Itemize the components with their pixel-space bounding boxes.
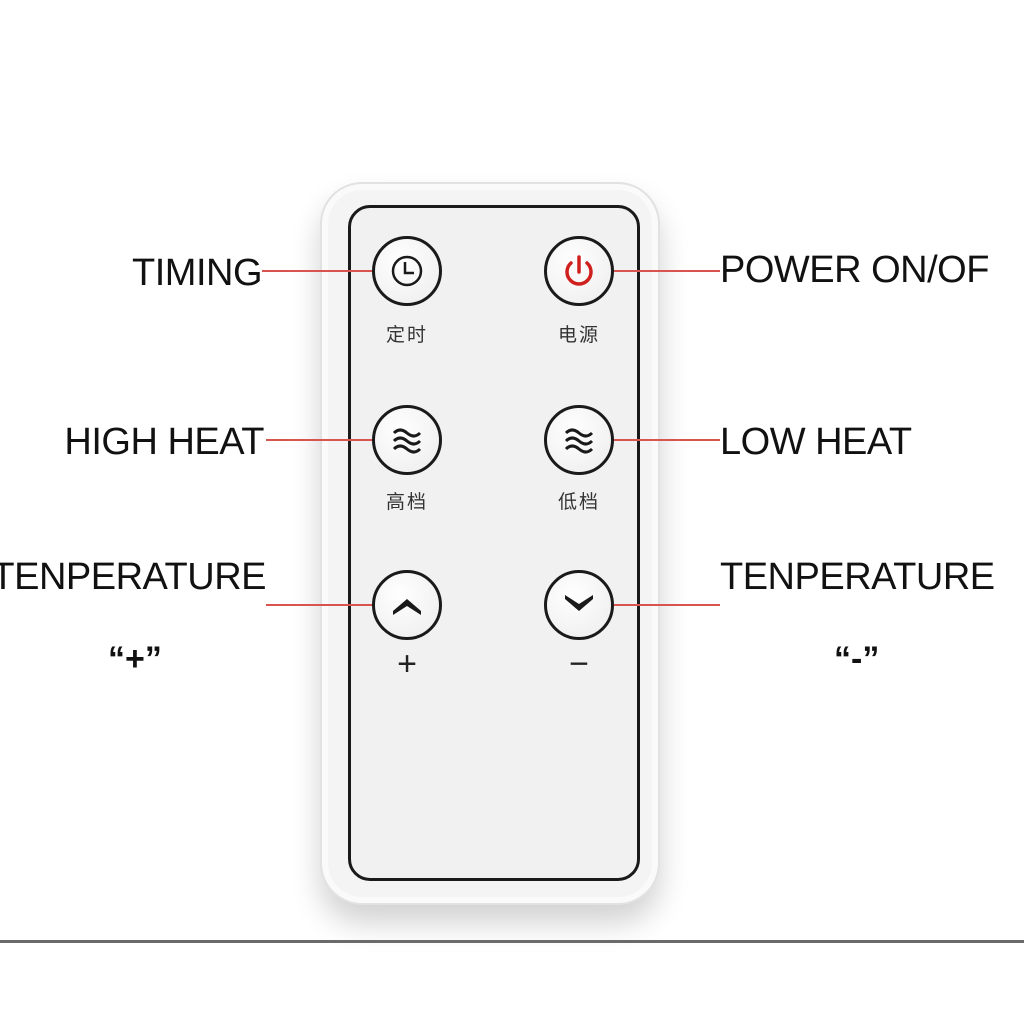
temp-down-sublabel: “-”	[834, 640, 880, 678]
temp-down-label: TENPERATURE	[720, 556, 995, 598]
minus-caption: −	[569, 645, 589, 683]
temp-up-sublabel: “+”	[108, 640, 162, 678]
clock-icon	[391, 255, 423, 287]
high-heat-callout-line	[266, 439, 372, 441]
low-heat-callout-line	[614, 439, 720, 441]
power-button[interactable]	[544, 236, 614, 306]
heat-waves-icon	[392, 428, 422, 454]
temp-up-callout-line	[266, 604, 372, 606]
timing-callout-line	[262, 270, 372, 272]
timing-button[interactable]	[372, 236, 442, 306]
temp-up-label: TENPERATURE	[0, 556, 266, 598]
chevron-up-icon	[393, 599, 421, 615]
low-heat-caption: 低档	[557, 492, 600, 513]
divider-line	[0, 940, 1024, 943]
chevron-down-icon	[565, 595, 593, 611]
power-caption: 电源	[557, 325, 600, 346]
high-heat-button[interactable]	[372, 405, 442, 475]
high-heat-label: HIGH HEAT	[64, 421, 264, 463]
power-icon	[565, 255, 593, 286]
timing-label: TIMING	[132, 252, 262, 294]
temperature-down-button[interactable]	[544, 570, 614, 640]
timing-caption: 定时	[385, 325, 428, 346]
power-callout-line	[614, 270, 720, 272]
remote-button-panel	[348, 205, 640, 881]
heat-waves-icon	[564, 428, 594, 454]
temp-down-callout-line	[614, 604, 720, 606]
temperature-up-button[interactable]	[372, 570, 442, 640]
low-heat-label: LOW HEAT	[720, 421, 912, 463]
plus-caption: +	[397, 645, 417, 683]
power-label: POWER ON/OF	[720, 249, 989, 291]
low-heat-button[interactable]	[544, 405, 614, 475]
high-heat-caption: 高档	[385, 492, 428, 513]
